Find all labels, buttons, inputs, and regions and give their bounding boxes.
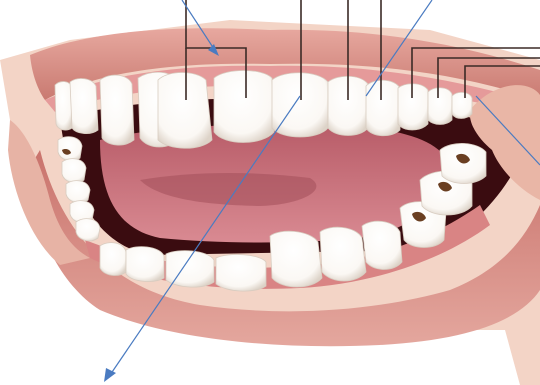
tooth-upper-right-molar bbox=[55, 82, 72, 131]
tooth-lower-7 bbox=[362, 221, 402, 269]
tooth-upper-right-lateral-incisor bbox=[158, 73, 212, 149]
tooth-side-1 bbox=[58, 137, 82, 161]
tooth-lower-4 bbox=[216, 255, 266, 292]
tooth-side-2 bbox=[62, 159, 86, 183]
tooth-lower-molar-2 bbox=[440, 143, 486, 183]
tooth-upper-left-central-incisor bbox=[272, 73, 328, 137]
arrowhead-down-left bbox=[104, 368, 116, 382]
tooth-side-5 bbox=[76, 219, 100, 241]
tooth-lower-5 bbox=[270, 231, 322, 287]
tooth-upper-left-molar bbox=[452, 92, 472, 118]
tooth-side-3 bbox=[66, 181, 90, 203]
tooth-lower-6 bbox=[320, 227, 366, 281]
tooth-upper-right-central-incisor bbox=[214, 71, 274, 143]
tooth-upper-right-premolar-2 bbox=[70, 79, 98, 134]
tooth-lower-1 bbox=[100, 243, 126, 276]
tooth-upper-right-premolar-1 bbox=[100, 75, 134, 145]
tooth-lower-2 bbox=[126, 247, 164, 282]
tooth-upper-left-premolar-2 bbox=[428, 88, 452, 125]
tooth-upper-left-premolar-1 bbox=[398, 84, 428, 130]
